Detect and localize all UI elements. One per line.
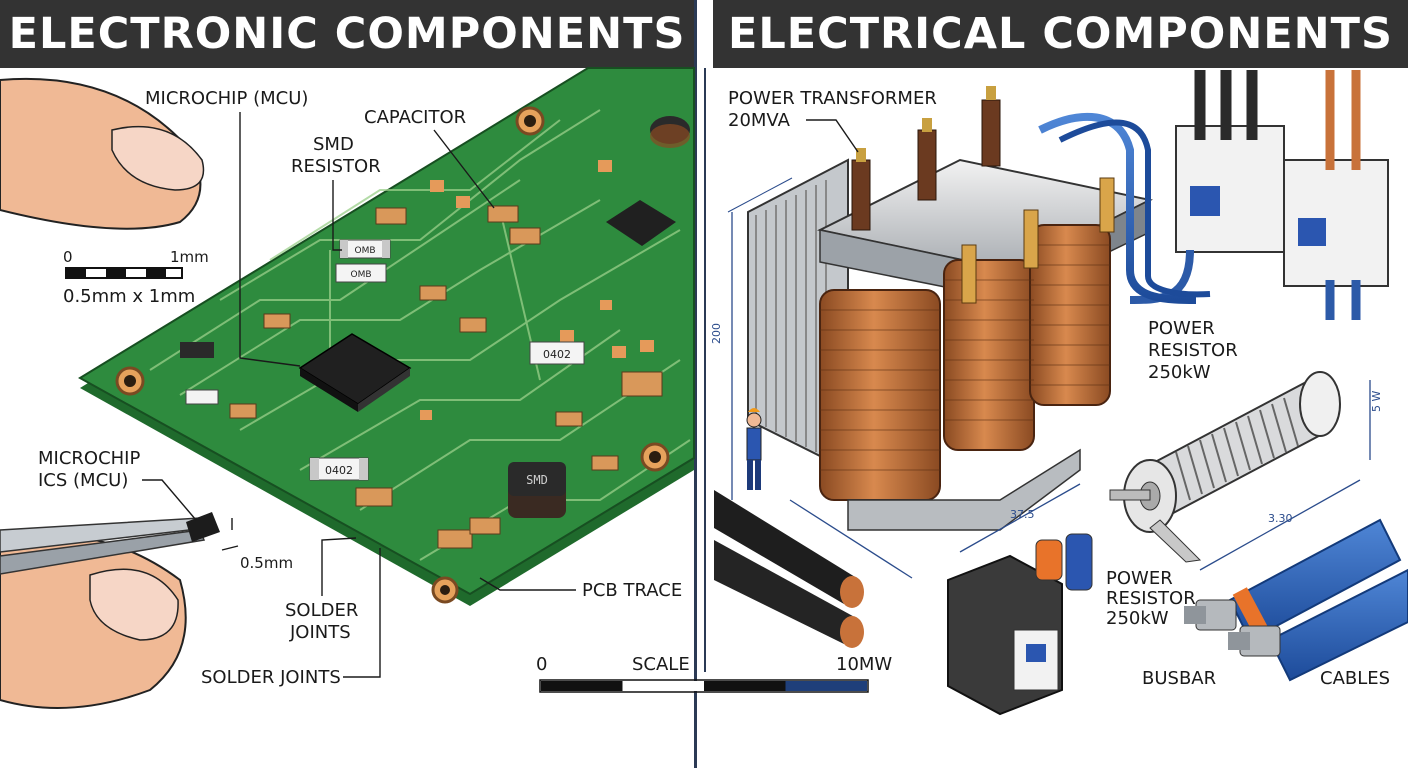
smd-resistors: OMB OMB 0402 0402 xyxy=(180,239,663,481)
label-ics-line2: ICS (MCU) xyxy=(38,470,128,491)
label-chip-dim: 0.5mm xyxy=(240,554,293,572)
dimension-lines: 200 37.5 5 W 3.30 xyxy=(710,177,1383,579)
resistor-coils xyxy=(1175,397,1299,501)
panel-divider xyxy=(694,0,697,768)
main-scale-bar: 0 SCALE 10MW xyxy=(536,654,892,693)
power-transformer xyxy=(747,86,1211,531)
title-electronic: ELECTRONIC COMPONENTS xyxy=(8,9,686,59)
scale-bar-segment xyxy=(785,681,867,691)
label-cables: CABLES xyxy=(1320,668,1390,689)
label-resistor1-line3: 250kW xyxy=(1148,362,1211,383)
contactor-small xyxy=(947,533,1093,716)
resistor-mark-1: OMB xyxy=(354,246,375,256)
scale-title: SCALE xyxy=(632,654,690,675)
terminal-lugs xyxy=(961,177,1115,304)
bushings xyxy=(851,86,1001,231)
label-transformer-line1: POWER TRANSFORMER xyxy=(728,88,937,109)
leader-solder-bottom xyxy=(343,548,381,678)
label-smd-line2: RESISTOR xyxy=(291,156,381,177)
scale-one-mm: 1mm xyxy=(170,248,209,266)
qfp-chip xyxy=(606,200,676,246)
scale-start: 0 xyxy=(536,654,547,675)
label-resistor1-line1: POWER xyxy=(1148,318,1215,339)
pcb-pads xyxy=(420,160,654,420)
scale-zero: 0 xyxy=(63,248,73,266)
leader-pcb-trace xyxy=(479,577,576,591)
scale-end: 10MW xyxy=(836,654,892,675)
label-resistor1-line2: RESISTOR xyxy=(1148,340,1238,361)
scale-bar-frame xyxy=(539,679,869,693)
resistor-mark-3: 0402 xyxy=(325,464,353,477)
power-resistor xyxy=(1109,371,1341,563)
leader-transformer xyxy=(806,119,859,153)
label-resistor2-line3: 250kW xyxy=(1106,608,1169,629)
resistor-mark-2: OMB xyxy=(350,270,371,280)
tweezers xyxy=(0,512,220,575)
label-smd-line1: SMD xyxy=(313,134,354,155)
leader-ics xyxy=(142,479,197,521)
label-resistor2-line2: RESISTOR xyxy=(1106,588,1196,609)
inductor-top xyxy=(650,116,690,148)
ceramic-capacitors xyxy=(229,205,619,549)
label-capacitor: CAPACITOR xyxy=(364,107,466,128)
leader-capacitor xyxy=(433,129,495,209)
leader-smd xyxy=(332,180,342,251)
scale-indicator-mm: 0 1mm 0.5mm x 1mm xyxy=(63,248,209,307)
microchip-mcu xyxy=(298,333,412,412)
label-microchip: MICROCHIP (MCU) xyxy=(145,88,308,109)
label-resistor2-line1: POWER xyxy=(1106,568,1173,589)
labels-electronic: MICROCHIP (MCU) CAPACITOR SMD RESISTOR M… xyxy=(38,88,682,688)
label-solder-bottom: SOLDER JOINTS xyxy=(201,667,341,688)
coil-windings xyxy=(820,244,1110,471)
panel-divider-inner xyxy=(704,68,706,672)
label-transformer-line2: 20MVA xyxy=(728,110,791,131)
scale-bar-segment xyxy=(704,681,786,691)
title-banner-electrical: ELECTRICAL COMPONENTS xyxy=(713,0,1408,68)
scale-note: 0.5mm x 1mm xyxy=(63,286,195,307)
scale-bar-segments xyxy=(541,681,867,691)
resistor-mark-4: 0402 xyxy=(543,348,571,361)
leader-solder xyxy=(321,537,357,596)
label-solder-line2: JOINTS xyxy=(289,622,351,643)
inductor-mark: SMD xyxy=(526,473,548,487)
dim-length: 37.5 xyxy=(1010,508,1035,521)
worker-figure xyxy=(746,408,762,490)
title-banner-electronic: ELECTRONIC COMPONENTS xyxy=(0,0,694,68)
dim-res-len: 3.30 xyxy=(1268,512,1293,525)
labels-electrical: POWER TRANSFORMER 20MVA POWER RESISTOR 2… xyxy=(728,88,1390,689)
dim-height: 200 xyxy=(710,323,723,344)
cables-left xyxy=(714,490,864,648)
leader-microchip xyxy=(239,112,301,367)
label-ics-line1: MICROCHIP xyxy=(38,448,140,469)
scale-bar-segment xyxy=(622,681,704,691)
pcb-board: SMD OMB OMB 0402 0402 xyxy=(78,67,695,606)
chip-dimension-marks xyxy=(221,518,239,551)
scale-bar-segment xyxy=(541,681,623,691)
label-pcb-trace: PCB TRACE xyxy=(582,580,682,601)
dim-res-h: 5 W xyxy=(1370,391,1383,412)
busbar-cables xyxy=(1184,518,1408,682)
smd-inductor: SMD xyxy=(508,462,566,518)
label-busbar: BUSBAR xyxy=(1142,668,1216,689)
label-solder-line1: SOLDER xyxy=(285,600,358,621)
contactors xyxy=(1129,70,1389,320)
title-electrical: ELECTRICAL COMPONENTS xyxy=(728,9,1393,59)
finger-top xyxy=(0,77,205,230)
